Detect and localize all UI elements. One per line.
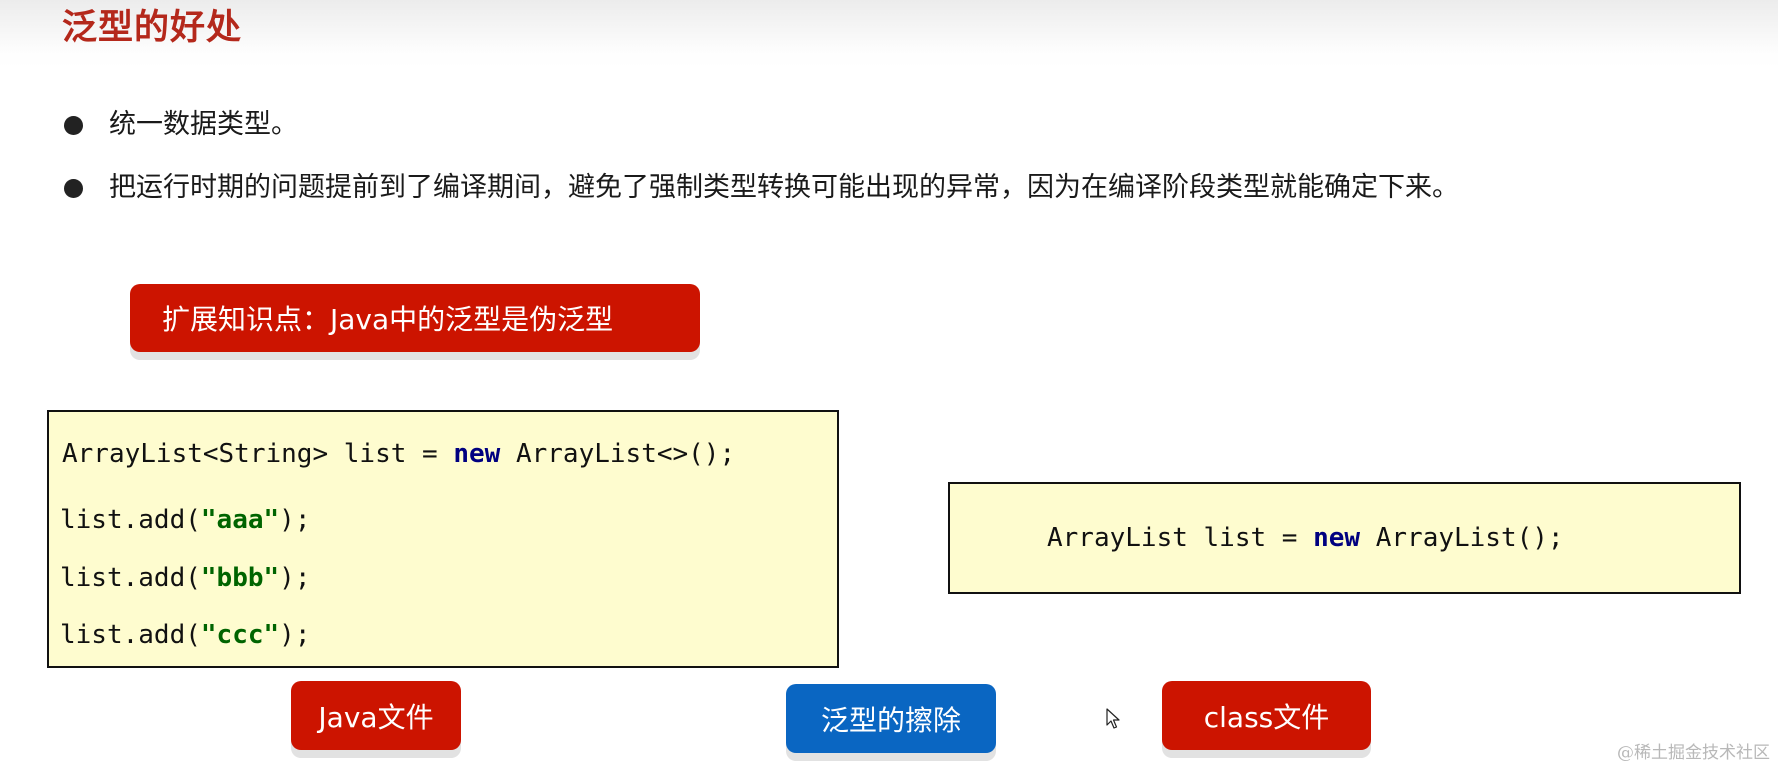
- bullet-text: 统一数据类型。: [109, 109, 298, 140]
- code-line: ArrayList list = new ArrayList();: [1047, 521, 1564, 555]
- slide-title: 泛型的好处: [62, 8, 243, 48]
- code-text: ArrayList<>();: [500, 439, 736, 469]
- code-line: list.add("bbb");: [60, 561, 310, 595]
- code-text: );: [279, 563, 311, 593]
- code-string: "bbb": [200, 563, 280, 593]
- code-text: ArrayList<String> list =: [62, 439, 454, 469]
- generic-erasure-label: 泛型的擦除: [820, 703, 961, 737]
- code-text: list.add(: [60, 505, 201, 535]
- code-text: ArrayList();: [1360, 523, 1564, 553]
- code-text: );: [279, 620, 311, 650]
- code-line: list.add("aaa");: [60, 503, 310, 537]
- code-line: ArrayList<String> list = new ArrayList<>…: [62, 437, 735, 471]
- extension-knowledge-label: 扩展知识点：Java中的泛型是伪泛型: [162, 303, 614, 336]
- java-file-label: Java文件: [318, 700, 434, 734]
- generic-erasure-button[interactable]: 泛型的擦除: [786, 684, 996, 753]
- java-source-code-box: ArrayList<String> list = new ArrayList<>…: [47, 410, 839, 668]
- code-text: ArrayList list =: [1047, 523, 1314, 553]
- watermark: @稀土掘金技术社区: [1617, 743, 1770, 763]
- extension-knowledge-banner[interactable]: 扩展知识点：Java中的泛型是伪泛型: [130, 284, 700, 352]
- bullet-item: 把运行时期的问题提前到了编译期间，避免了强制类型转换可能出现的异常，因为在编译阶…: [64, 168, 1459, 208]
- code-text: list.add(: [60, 563, 201, 593]
- code-keyword: new: [1313, 523, 1361, 553]
- class-file-button[interactable]: class文件: [1162, 681, 1371, 750]
- bullet-dot-icon: [64, 115, 83, 135]
- mouse-pointer-icon: [1106, 708, 1120, 729]
- code-string: "ccc": [200, 620, 280, 650]
- class-file-label: class文件: [1203, 700, 1330, 734]
- code-text: );: [279, 505, 311, 535]
- code-keyword: new: [453, 439, 501, 469]
- bullet-text: 把运行时期的问题提前到了编译期间，避免了强制类型转换可能出现的异常，因为在编译阶…: [109, 172, 1459, 203]
- code-string: "aaa": [200, 505, 280, 535]
- code-text: list.add(: [60, 620, 201, 650]
- bullet-dot-icon: [64, 178, 83, 198]
- code-line: list.add("ccc");: [60, 618, 310, 652]
- bullet-item: 统一数据类型。: [64, 105, 298, 145]
- class-bytecode-code-box: ArrayList list = new ArrayList();: [948, 482, 1741, 594]
- java-file-button[interactable]: Java文件: [291, 681, 461, 750]
